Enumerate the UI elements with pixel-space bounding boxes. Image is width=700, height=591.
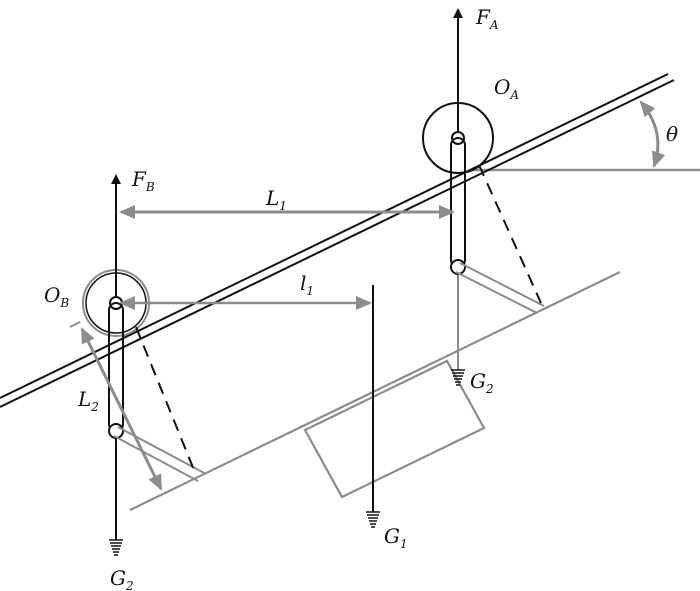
theta-angle-arc xyxy=(639,100,666,168)
label-oa: OA xyxy=(494,75,519,102)
label-upper-l1: L1 xyxy=(265,186,287,213)
joint-b xyxy=(108,423,124,439)
g1-arrowhead xyxy=(366,511,380,528)
strut-b-inner xyxy=(113,435,199,482)
lower-beam-line xyxy=(129,271,621,511)
g2-left-arrowhead xyxy=(109,539,123,556)
label-lower-l1: l1 xyxy=(300,271,314,298)
label-fb: FB xyxy=(131,167,155,194)
label-g1: G1 xyxy=(384,524,408,551)
label-g2-left: G2 xyxy=(110,566,134,591)
label-fa: FA xyxy=(475,5,499,32)
label-theta: θ xyxy=(666,122,678,146)
label-l2: L2 xyxy=(77,387,99,414)
link-arm-b xyxy=(108,302,124,432)
lower-beam-left-stub xyxy=(69,321,81,328)
link-arm-a xyxy=(450,137,466,268)
label-g2-right: G2 xyxy=(470,369,494,396)
dashed-line-b xyxy=(135,326,195,471)
upper-rail-line-1 xyxy=(0,73,669,399)
label-ob: OB xyxy=(44,283,69,310)
strut-a-outer xyxy=(459,262,545,307)
strut-a-inner xyxy=(455,271,538,314)
upper-rail-line-2 xyxy=(0,79,675,408)
g2-right-arrowhead xyxy=(451,369,465,386)
dashed-line-a xyxy=(478,164,542,304)
load-box xyxy=(303,359,486,499)
dimension-l2-arrow xyxy=(80,327,163,491)
